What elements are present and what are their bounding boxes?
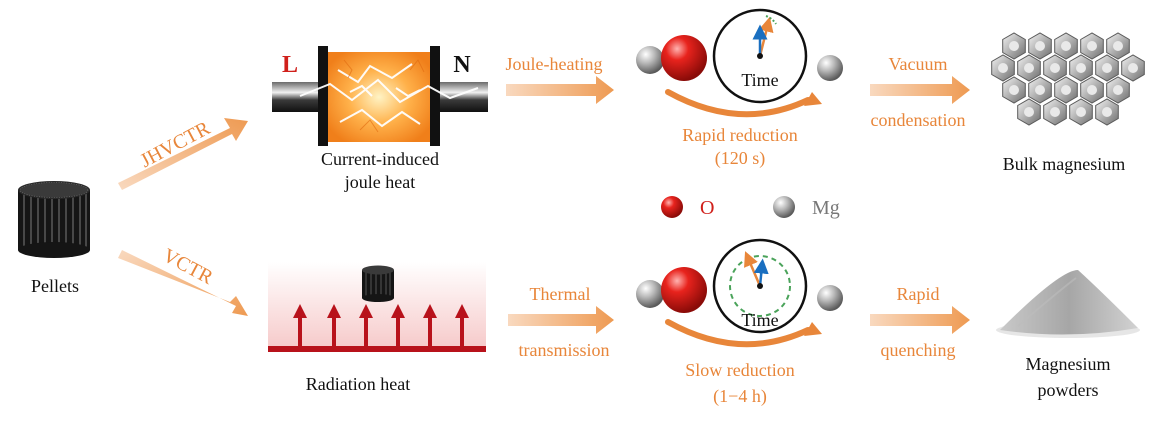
reduction-curve-bottom xyxy=(665,319,811,348)
hexagon-cell-face xyxy=(1024,63,1034,73)
pellet-icon xyxy=(18,181,90,258)
hexagon-crystal-icon xyxy=(991,32,1145,126)
pellet-icon xyxy=(362,265,394,302)
electrode-left-label: L xyxy=(282,52,298,78)
electrode-right-label: N xyxy=(453,52,471,78)
hexagon-cell-face xyxy=(1076,107,1086,117)
radiation-arrow-head xyxy=(359,304,373,318)
heater-caption-line1: Current-induced xyxy=(321,149,439,169)
hexagon-cell-face xyxy=(1076,63,1086,73)
joule-heater-icon xyxy=(272,46,488,146)
product-label-bottom-line2: quenching xyxy=(881,340,956,360)
reduction-label-bottom-line1: Slow reduction xyxy=(685,360,795,380)
product-name-top: Bulk magnesium xyxy=(1003,154,1126,174)
hexagon-cell-face xyxy=(1087,85,1097,95)
hexagon-cell-face xyxy=(1102,107,1112,117)
oxygen-atom-icon xyxy=(661,35,707,81)
pellets-label: Pellets xyxy=(31,276,79,296)
radiation-arrow-head xyxy=(327,304,341,318)
oxygen-atom-icon xyxy=(661,267,707,313)
product-name-bottom-line2: powders xyxy=(1038,380,1099,400)
clock-label-bottom: Time xyxy=(741,310,778,330)
hexagon-cell-face xyxy=(1050,63,1060,73)
hexagon-cell-face xyxy=(1035,85,1045,95)
hexagon-cell-face xyxy=(1113,85,1123,95)
transfer-arrow-top xyxy=(506,76,614,104)
hexagon-cell-face xyxy=(1102,63,1112,73)
product-arrow-top xyxy=(870,76,970,104)
reduction-label-top-line1: Rapid reduction xyxy=(682,125,797,145)
transfer-label-bottom-line2: transmission xyxy=(518,340,609,360)
reduction-label-top-line2: (120 s) xyxy=(715,148,766,169)
hexagon-cell-face xyxy=(1050,107,1060,117)
powder-pile-icon xyxy=(996,270,1140,338)
magnesium-atom-icon xyxy=(636,280,664,308)
product-label-top-line1: Vacuum xyxy=(889,54,948,74)
hexagon-cell-face xyxy=(1009,85,1019,95)
magnesium-atom-icon xyxy=(817,55,843,81)
heater-caption-line2: joule heat xyxy=(344,172,415,192)
radiation-arrow-head xyxy=(391,304,405,318)
clock-label-top: Time xyxy=(741,70,778,90)
hexagon-cell-face xyxy=(1035,41,1045,51)
branch-arrow-top xyxy=(118,118,248,190)
product-label-bottom-line1: Rapid xyxy=(897,284,940,304)
transfer-label-top: Joule-heating xyxy=(506,54,603,74)
magnesium-atom-icon xyxy=(773,196,795,218)
product-name-bottom-line1: Magnesium xyxy=(1026,354,1111,374)
reduction-curve-top xyxy=(665,89,811,118)
molecule-bottom xyxy=(636,267,707,313)
product-arrow-bottom xyxy=(870,306,970,334)
hexagon-cell-face xyxy=(1113,41,1123,51)
molecule-top xyxy=(636,35,707,81)
reduction-curve-head-top xyxy=(804,92,822,106)
heater-caption-bottom: Radiation heat xyxy=(306,374,410,394)
radiation-heater-icon xyxy=(268,262,486,352)
magnesium-atom-icon xyxy=(817,285,843,311)
oxygen-atom-icon xyxy=(661,196,683,218)
radiation-arrow-head xyxy=(293,304,307,318)
radiation-arrow-head xyxy=(423,304,437,318)
branch-arrow-bottom xyxy=(118,250,248,316)
hexagon-cell-face xyxy=(998,63,1008,73)
legend-mg-label: Mg xyxy=(812,197,840,219)
reduction-curve-head-bottom xyxy=(804,322,822,336)
clock-icon xyxy=(712,238,808,334)
hexagon-cell-face xyxy=(1128,63,1138,73)
clock-icon xyxy=(712,8,808,104)
reduction-label-bottom-line2: (1−4 h) xyxy=(713,386,767,407)
hexagon-cell-face xyxy=(1061,41,1071,51)
magnesium-atom-icon xyxy=(636,46,664,74)
hexagon-cell-face xyxy=(1061,85,1071,95)
radiation-arrow-head xyxy=(455,304,469,318)
transfer-label-bottom-line1: Thermal xyxy=(530,284,591,304)
hexagon-cell-face xyxy=(1087,41,1097,51)
hexagon-cell-face xyxy=(1009,41,1019,51)
transfer-arrow-bottom xyxy=(508,306,614,334)
legend-o-label: O xyxy=(700,197,714,219)
hexagon-cell-face xyxy=(1024,107,1034,117)
product-label-top-line2: condensation xyxy=(871,110,966,130)
